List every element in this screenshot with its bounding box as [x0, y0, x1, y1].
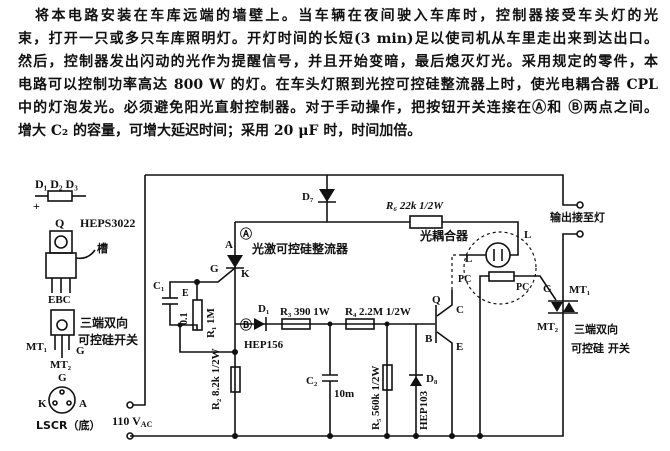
- svg-text:G: G: [543, 283, 552, 295]
- svg-text:D₁: D₁: [258, 303, 269, 315]
- svg-text:可控硅开关: 可控硅开关: [78, 332, 138, 347]
- svg-text:MT₂: MT₂: [50, 359, 72, 371]
- svg-text:Ⓑ: Ⓑ: [240, 317, 252, 332]
- svg-text:R₅ 560k 1/2W: R₅ 560k 1/2W: [370, 366, 382, 430]
- svg-text:L: L: [465, 253, 472, 265]
- svg-text:R₁ 1M: R₁ 1M: [205, 308, 217, 338]
- svg-text:MT₁: MT₁: [26, 341, 47, 353]
- svg-text:光激可控硅整流器: 光激可控硅整流器: [251, 241, 349, 256]
- paragraph-line: 中的灯泡发光。必须避免阳光直射控制器。对于手动操作，把按钮开关连接在Ⓐ和 Ⓑ两点…: [18, 100, 658, 116]
- svg-text:HEP156: HEP156: [244, 339, 284, 351]
- svg-text:C₂: C₂: [306, 375, 318, 387]
- svg-text:R₆ 22k 1/2W: R₆ 22k 1/2W: [385, 200, 444, 212]
- svg-text:HEP103: HEP103: [418, 390, 430, 430]
- svg-text:Q: Q: [55, 216, 64, 230]
- supply-label: 110 VAC: [112, 414, 153, 429]
- svg-text:E: E: [456, 341, 463, 353]
- svg-text:C₁: C₁: [153, 280, 164, 292]
- svg-text:可控硅 开关: 可控硅 开关: [571, 341, 630, 355]
- svg-text:B: B: [425, 333, 433, 345]
- lscr-package: G K A LSCR（底）: [36, 372, 100, 432]
- svg-text:K: K: [38, 398, 47, 410]
- svg-text:MT₁: MT₁: [569, 284, 590, 296]
- paragraph-line: 增大 C₂ 的容量，可增大延迟时间；采用 20 μF 时，时间加倍。: [18, 123, 422, 139]
- svg-text:K: K: [241, 268, 250, 280]
- svg-text:LSCR（底）: LSCR（底）: [36, 418, 100, 432]
- svg-text:R₃ 390 1W: R₃ 390 1W: [280, 306, 330, 318]
- svg-text:A: A: [79, 398, 87, 410]
- svg-text:D₈: D₈: [426, 373, 438, 385]
- svg-text:输出接至灯: 输出接至灯: [550, 210, 605, 224]
- svg-text:G: G: [210, 263, 219, 275]
- svg-text:槽: 槽: [97, 241, 108, 255]
- triac-package: 三端双向 可控硅开关 MT₁ G MT₂: [26, 309, 138, 371]
- svg-text:C: C: [456, 304, 464, 316]
- svg-text:G: G: [76, 345, 85, 357]
- svg-text:D₁ D₂ D₃: D₁ D₂ D₃: [35, 177, 78, 191]
- svg-text:HEPS3022: HEPS3022: [80, 216, 135, 230]
- svg-text:三端双向: 三端双向: [80, 315, 128, 330]
- paragraph-line: 然后，控制器发出闪动的光作为提醒信号，并且开始变暗，最后熄灭灯光。采用规定的零件…: [18, 54, 658, 70]
- svg-text:E: E: [182, 288, 189, 299]
- circuit-wiring: [126, 174, 584, 440]
- paragraph-line: 将本电路安装在车库远端的墙壁上。当车辆在夜间驶入车库时，控制器接受车头灯的光: [35, 8, 658, 24]
- svg-text:10m: 10m: [334, 388, 354, 400]
- circuit-labels: D₇ Ⓐ 光激可控硅整流器 A G K C₁ E 0.1 R₁ 1M R₂ 8.…: [112, 191, 630, 430]
- svg-text:MT₂: MT₂: [537, 321, 559, 333]
- svg-text:L: L: [524, 229, 531, 241]
- svg-text:光耦合器: 光耦合器: [419, 228, 469, 243]
- svg-text:+: +: [33, 199, 40, 213]
- paragraph-line: 束，打开一只或多只车库照明灯。开灯时间的长短(3 min)足以使司机从车里走出来…: [18, 31, 658, 47]
- svg-text:G: G: [58, 372, 67, 384]
- paragraph-line: 电路可以控制功率高达 800 W 的灯。在车头灯照到光控可控硅整流器上时，使光电…: [18, 77, 658, 93]
- diode-package: D₁ D₂ D₃ +: [33, 177, 86, 213]
- svg-text:PC: PC: [458, 274, 471, 285]
- transistor-package: Q HEPS3022 槽 EBC: [45, 216, 135, 306]
- svg-text:A: A: [225, 239, 233, 251]
- svg-text:0.1: 0.1: [179, 313, 190, 326]
- svg-text:R₂ 8.2k 1/2W: R₂ 8.2k 1/2W: [210, 348, 222, 410]
- svg-text:D₇: D₇: [302, 191, 314, 203]
- svg-text:EBC: EBC: [48, 294, 71, 306]
- svg-text:三端双向: 三端双向: [574, 322, 618, 336]
- svg-text:Ⓐ: Ⓐ: [240, 226, 252, 241]
- svg-text:PC: PC: [516, 282, 529, 293]
- svg-text:R₄ 2.2M 1/2W: R₄ 2.2M 1/2W: [345, 306, 411, 318]
- svg-text:Q: Q: [432, 294, 441, 306]
